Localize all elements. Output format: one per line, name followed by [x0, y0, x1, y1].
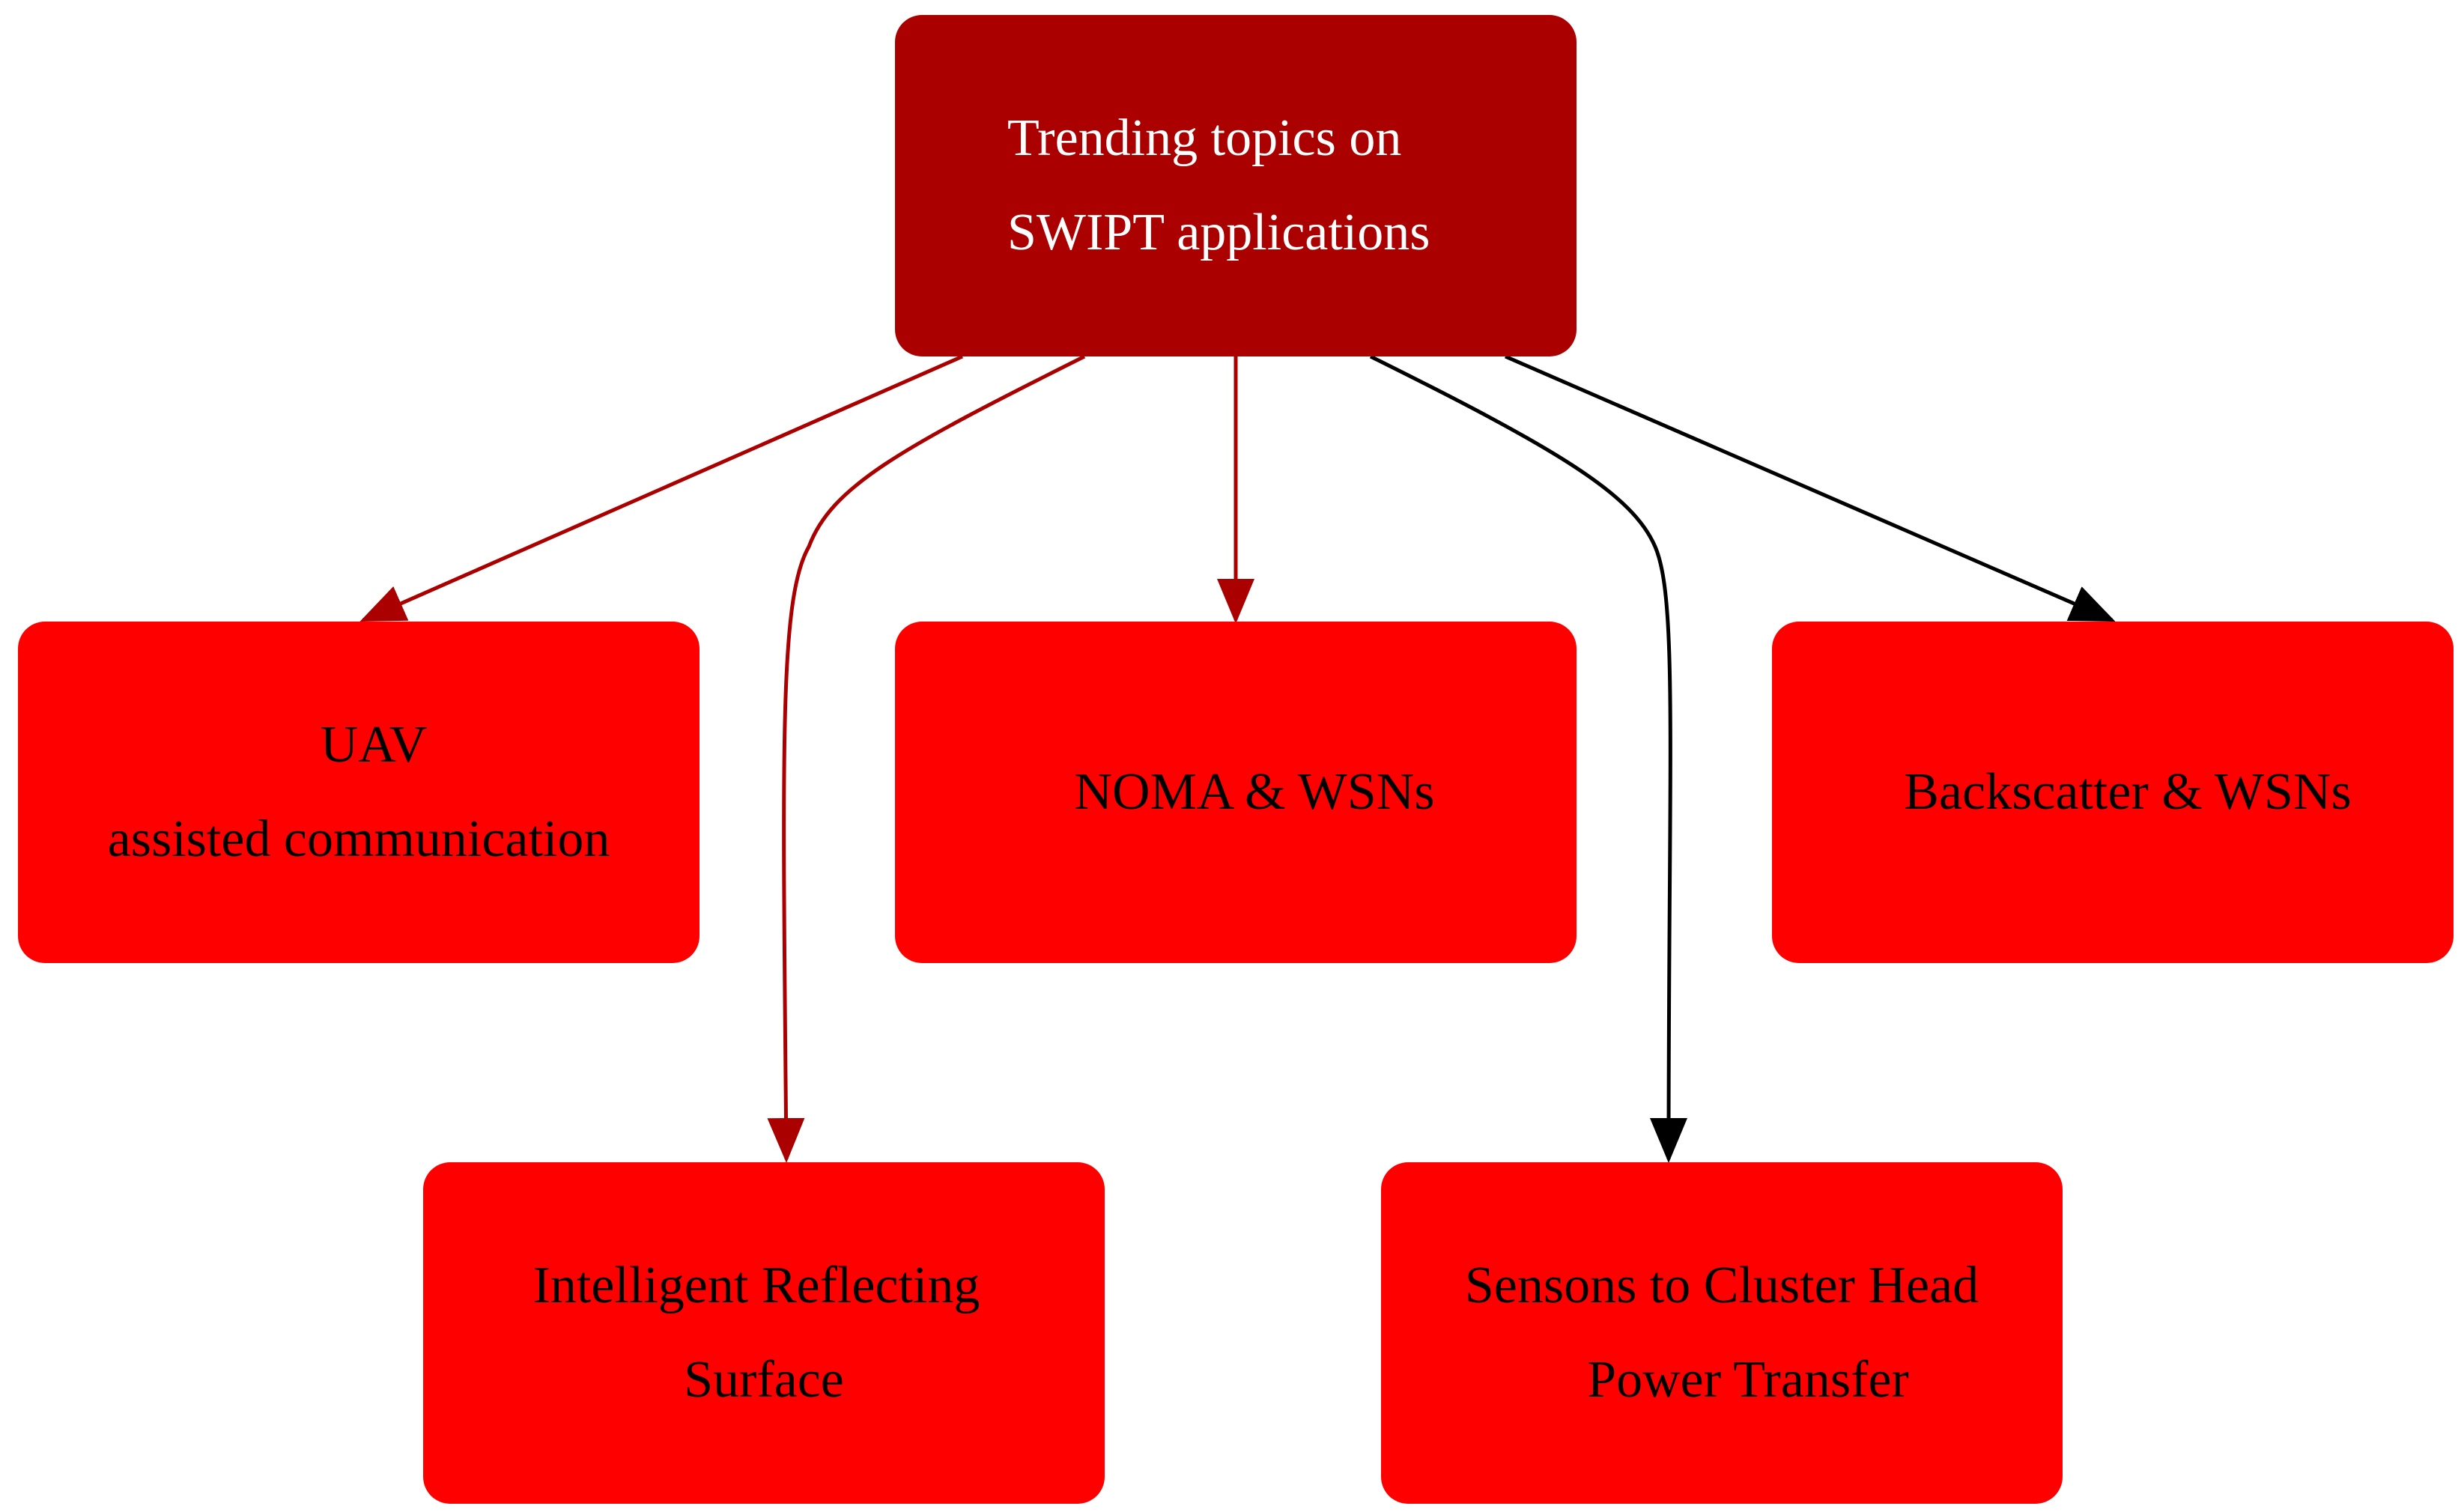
node-sensors-line-1: Sensons to Cluster Head [1464, 1257, 1979, 1314]
node-noma-line-1: NOMA & WSNs [1074, 763, 1435, 821]
node-root-line-2: SWIPT applications [1007, 204, 1430, 261]
edge-root-to-sensors [1369, 354, 1688, 1163]
node-uav-line-2: assisted communication [107, 810, 610, 868]
node-backscatter-line-1: Backscatter & WSNs [1904, 763, 2352, 821]
node-irs-line-2: Surface [684, 1351, 844, 1409]
node-irs-line-1: Intelligent Reflecting [532, 1257, 980, 1314]
node-intelligent-reflecting-surface: Intelligent Reflecting Surface [423, 1162, 1105, 1504]
edge-root-to-irs [767, 354, 1086, 1163]
node-root-trending-topics: Trending topics on SWIPT applications [895, 15, 1577, 356]
node-uav-line-1: UAV [320, 716, 428, 774]
node-root-line-1: Trending topics on [1007, 109, 1402, 167]
node-sensors-cluster-head-power-transfer: Sensons to Cluster Head Power Transfer [1381, 1162, 2063, 1504]
node-sensors-line-2: Power Transfer [1587, 1351, 1909, 1409]
node-uav-assisted-communication: UAV assisted communication [18, 622, 700, 963]
node-noma-wsns: NOMA & WSNs [895, 622, 1577, 963]
node-backscatter-wsns: Backscatter & WSNs [1772, 622, 2454, 963]
edge-root-to-uav [359, 354, 964, 622]
edge-root-to-backscatter [1505, 354, 2116, 622]
